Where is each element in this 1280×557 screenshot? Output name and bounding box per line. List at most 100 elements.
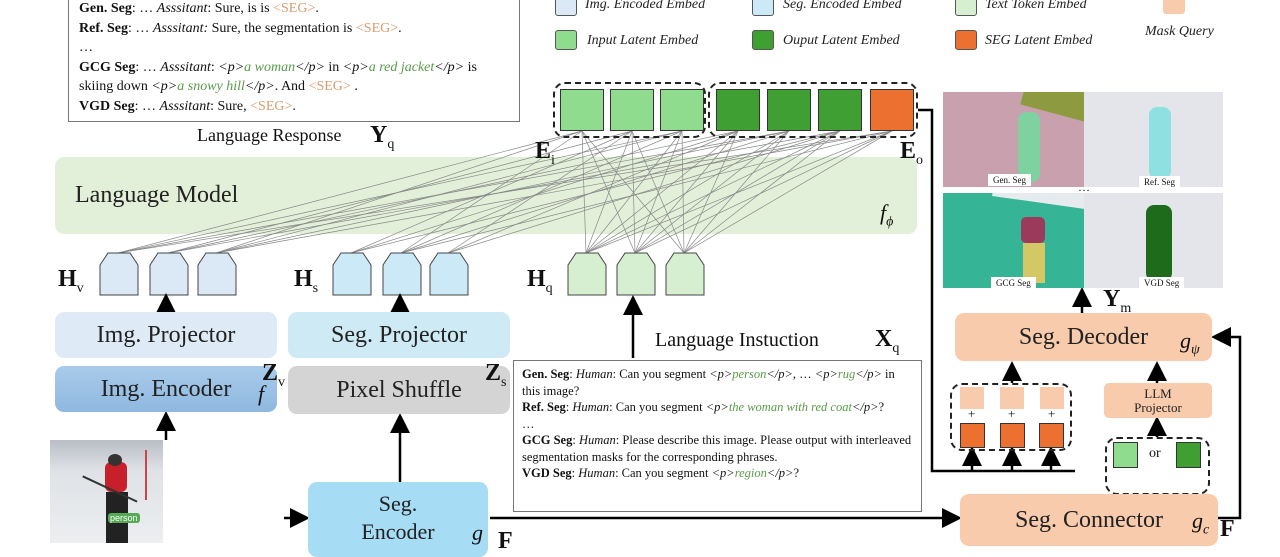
- attention-line: [681, 130, 685, 254]
- Ym-symbol: Ym: [1103, 286, 1132, 316]
- response-gcg-seg: GCG Seg: … Asssitant: <p>a woman</p> in …: [79, 59, 477, 95]
- output-latent-embed: [1176, 442, 1201, 468]
- mask-query-group: [950, 383, 1072, 451]
- instruction-gcg-seg: GCG Seg: Human: Please describe this ima…: [522, 433, 912, 464]
- g-symbol: g: [472, 520, 483, 545]
- legend-seg-encoded: Seg. Encoded Embed: [783, 0, 902, 12]
- seg-latent-embed: [1039, 423, 1064, 448]
- skier-head: [108, 454, 122, 466]
- attention-line: [634, 130, 790, 254]
- jacket-mask: [1021, 217, 1045, 243]
- attention-line: [683, 130, 893, 254]
- attention-line: [167, 130, 739, 254]
- attention-line: [585, 130, 739, 254]
- Hq-symbol: Hq: [527, 266, 553, 296]
- person-label: person: [108, 513, 140, 523]
- legend-mask-query: Mask Query: [1145, 24, 1214, 39]
- connection-lines: [99, 108, 1242, 528]
- llm-projector: LLM Projector: [1104, 383, 1212, 418]
- attention-line: [400, 130, 683, 254]
- seg-encoded-swatch: [752, 0, 774, 16]
- attention-line: [447, 130, 633, 254]
- Hs-symbol: Hs: [294, 266, 319, 296]
- attention-line: [631, 130, 685, 254]
- mask-query: [1000, 387, 1024, 409]
- skier-figure: [105, 462, 127, 492]
- token-trapezoid: [567, 252, 607, 296]
- legend-output-latent: Ouput Latent Embed: [783, 33, 900, 48]
- response-vgd-seg: VGD Seg: … Asssitant: Sure, <SEG>.: [79, 98, 296, 114]
- attention-line: [447, 130, 841, 254]
- attention-line: [400, 130, 893, 254]
- Ei-symbol: Ei: [535, 138, 555, 168]
- attention-line: [585, 130, 841, 254]
- attention-line: [634, 130, 841, 254]
- panel-vgd-seg: VGD Seg: [1084, 193, 1223, 288]
- pole-marker: [145, 450, 147, 500]
- panel-gen-seg: Gen. Seg: [943, 92, 1084, 187]
- instruction-ref-seg: Ref. Seg: Human: Can you segment <p>the …: [522, 400, 885, 414]
- input-latent-embed: [560, 89, 604, 131]
- panel-ref-seg: Ref. Seg: [1084, 92, 1223, 187]
- ellipsis: …: [522, 416, 535, 431]
- language-instruction-label: Language Instuction: [655, 329, 819, 351]
- response-ref-seg: Ref. Seg: … Asssitant: Sure, the segment…: [79, 20, 402, 36]
- token-trapezoid: [99, 252, 139, 296]
- mask-query: [1040, 387, 1064, 409]
- instruction-vgd-seg: VGD Seg: Human: Can you segment <p>regio…: [522, 466, 800, 480]
- img-encoder: Img. Encoder: [55, 366, 277, 412]
- attention-line: [631, 130, 636, 254]
- f-phi-symbol: fϕ: [880, 200, 894, 230]
- arrow-eo-queries: [918, 108, 1075, 473]
- token-trapezoid: [197, 252, 237, 296]
- f-symbol: f: [258, 381, 265, 406]
- attention-line: [634, 130, 739, 254]
- token-trapezoid: [429, 252, 469, 296]
- mask-query: [960, 387, 984, 409]
- seg-latent-swatch: [955, 30, 977, 50]
- attention-line: [581, 130, 636, 254]
- arrow-fs-decoder: [1211, 327, 1242, 520]
- F-symbol: F: [498, 528, 513, 554]
- token-trapezoid: [616, 252, 656, 296]
- seg-latent-embed: [1000, 423, 1025, 448]
- region-mask: [1146, 205, 1172, 281]
- panel-label: GCG Seg: [991, 277, 1036, 288]
- Eo-symbol: Eo: [900, 138, 924, 168]
- legend-seg-latent: SEG Latent Embed: [985, 33, 1093, 48]
- mask-query-swatch: [1163, 0, 1185, 14]
- attention-line: [683, 130, 790, 254]
- legend-img-encoded: Img. Encoded Embed: [585, 0, 706, 12]
- attention-line: [634, 130, 893, 254]
- panel-label: Gen. Seg: [988, 174, 1031, 186]
- attention-line: [585, 130, 790, 254]
- seg-projector: Seg. Projector: [288, 312, 510, 358]
- output-latent-swatch: [752, 30, 774, 50]
- attention-line: [683, 130, 841, 254]
- or-label: or: [1149, 446, 1161, 461]
- person-mask: [1018, 112, 1040, 182]
- input-latent-embed: [610, 89, 654, 131]
- panel-label: VGD Seg: [1139, 277, 1185, 288]
- attention-line: [634, 130, 683, 254]
- plus-sign: +: [968, 406, 976, 421]
- plus-sign: +: [1008, 406, 1016, 421]
- Hv-symbol: Hv: [58, 266, 84, 296]
- Xq-symbol: Xq: [875, 326, 900, 356]
- person-mask: [1149, 107, 1171, 179]
- legend-input-latent: Input Latent Embed: [587, 33, 699, 48]
- attention-line: [350, 130, 739, 254]
- pixel-shuffle: Pixel Shuffle: [288, 366, 510, 414]
- attention-line: [215, 130, 583, 254]
- seg-latent-embed: [870, 89, 914, 131]
- input-latent-group: [553, 82, 706, 138]
- attention-line: [581, 130, 587, 254]
- seg-encoder: Seg. Encoder: [308, 482, 488, 557]
- plus-sign: +: [1048, 406, 1056, 421]
- attention-line: [447, 130, 739, 254]
- ellipsis: …: [79, 40, 93, 55]
- response-gen-seg: Gen. Seg: … Asssitant: Sure, is is <SEG>…: [79, 1, 319, 16]
- attention-line: [585, 130, 893, 254]
- Fs-symbol: F: [1220, 516, 1235, 542]
- output-latent-embed: [818, 89, 862, 131]
